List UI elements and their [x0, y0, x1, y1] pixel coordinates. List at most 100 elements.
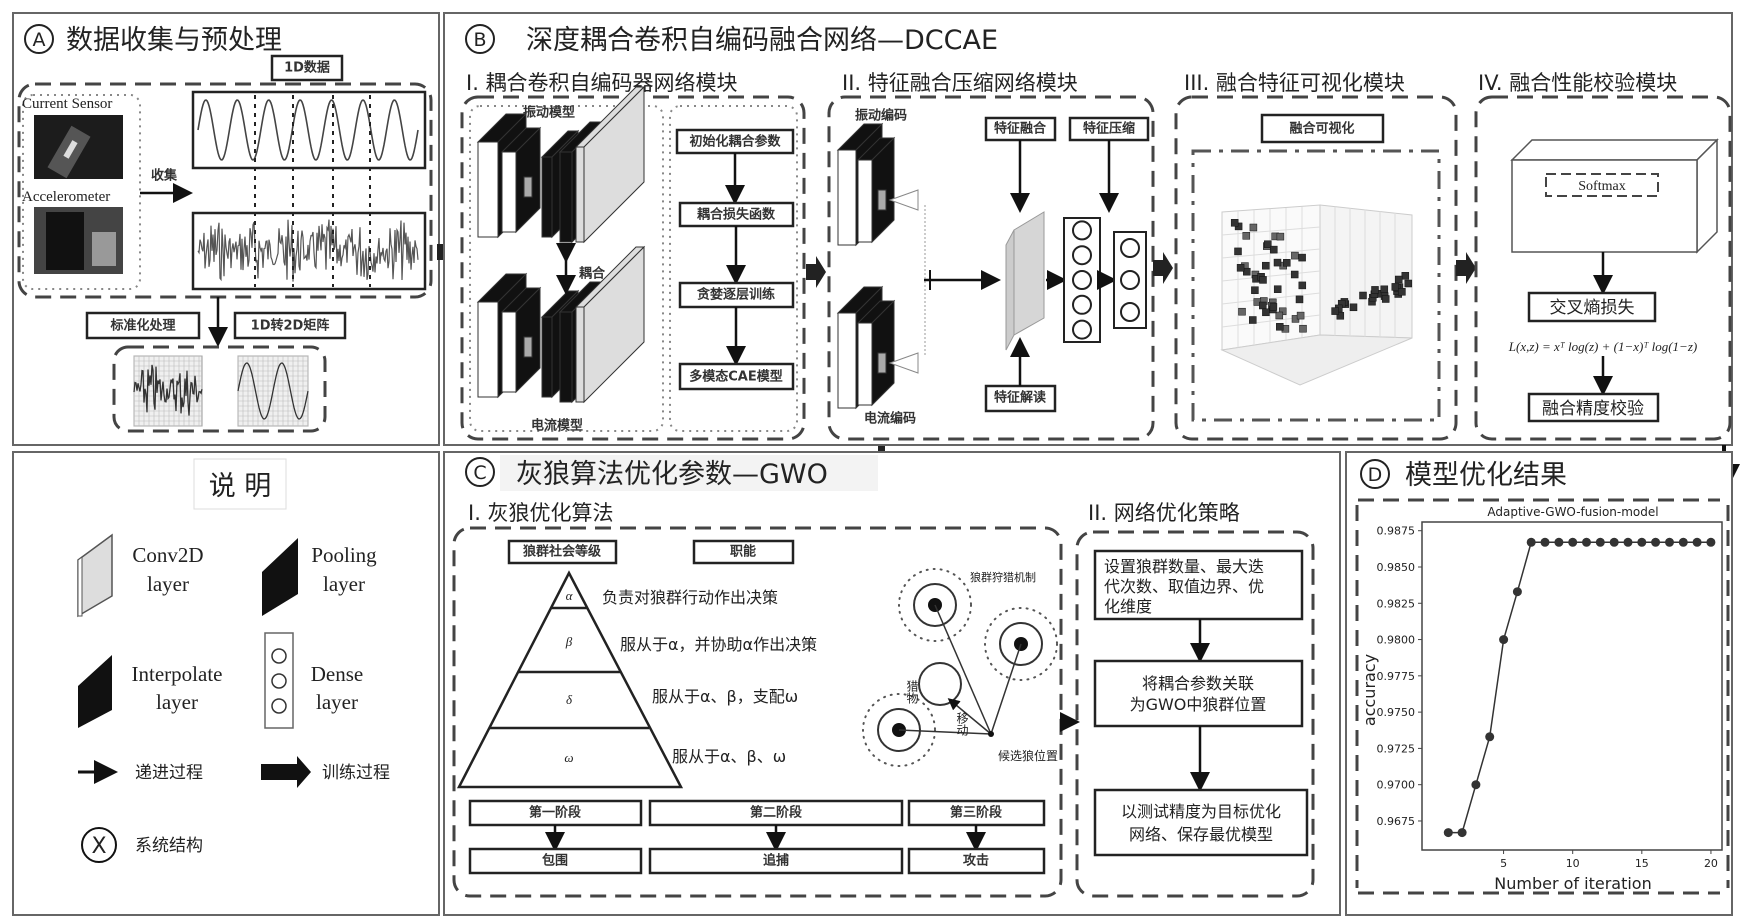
section-b3-title: III. 融合特征可视化模块	[1184, 71, 1405, 95]
scatter-point	[1382, 296, 1389, 303]
y-tick-label: 0.9875	[1377, 525, 1416, 538]
y-tick-label: 0.9850	[1377, 561, 1416, 574]
function-label: 职能	[730, 544, 756, 560]
legend-interpolate-layer: layer	[156, 690, 198, 714]
flow-step: 贪婪逐层训练	[696, 287, 775, 303]
softmax-label: Softmax	[1578, 179, 1625, 194]
stage-2: 第二阶段	[750, 805, 802, 821]
coupling-label: 耦合	[579, 266, 606, 282]
accelerometer-photo	[34, 207, 123, 274]
scatter-point	[1296, 296, 1303, 303]
current-sensor-photo	[34, 115, 123, 179]
accuracy-data-point	[1693, 538, 1702, 547]
badge-d: D	[1368, 464, 1383, 486]
scatter-point	[1398, 288, 1405, 295]
scatter-point	[1243, 268, 1250, 275]
current-sensor-label: Current Sensor	[22, 96, 112, 112]
bottleneck	[878, 353, 886, 373]
structure-symbol: X	[91, 834, 106, 859]
feature-compress-label: 特征压缩	[1083, 121, 1135, 137]
flow-step: 多模态CAE模型	[689, 369, 782, 385]
vibration-2d-matrix	[134, 356, 202, 426]
layer-slab-front	[560, 152, 572, 242]
role-omega: 服从于α、β、ω	[672, 747, 786, 766]
legend-dense: Dense	[311, 662, 363, 686]
accuracy-data-point	[1665, 538, 1674, 547]
scatter-point	[1262, 262, 1269, 269]
y-tick-label: 0.9750	[1377, 706, 1416, 719]
legend-pooling-layer: layer	[323, 572, 365, 596]
feature-fusion-label: 特征融合	[994, 121, 1047, 137]
layer-slab-front	[576, 307, 584, 402]
scatter-point	[1239, 308, 1246, 315]
scatter-point	[1262, 309, 1269, 316]
prey-label: 猎物	[905, 680, 919, 704]
legend-interpolate: Interpolate	[132, 662, 223, 686]
legend-conv2d-layer: layer	[147, 572, 189, 596]
scatter-point	[1297, 312, 1304, 319]
label-1d-data: 1D数据	[284, 60, 330, 76]
dense-layer-icon	[265, 633, 293, 728]
softmax-layer-cube: Softmax	[1512, 140, 1717, 252]
accuracy-data-point	[1471, 780, 1480, 789]
accuracy-data-point	[1444, 828, 1453, 837]
strategy-step-3-line: 以测试精度为目标优化	[1121, 802, 1281, 821]
plot-frame	[1422, 522, 1722, 850]
scatter-point	[1372, 286, 1379, 293]
scatter-point	[1395, 276, 1402, 283]
fusion-visualization-label: 融合可视化	[1289, 121, 1354, 137]
legend-structure: 系统结构	[135, 836, 203, 856]
scatter-point	[1350, 304, 1357, 311]
accuracy-data-point	[1541, 538, 1550, 547]
action-pursue: 追捕	[763, 853, 789, 869]
strategy-step-1-line: 代次数、取值边界、优	[1104, 577, 1264, 596]
layer-slab-front	[502, 312, 516, 392]
scatter-point	[1332, 308, 1339, 315]
layer-slab-front	[542, 317, 552, 397]
dense-column	[1114, 232, 1146, 328]
accuracy-data-point	[1499, 635, 1508, 644]
legend-progress: 递进过程	[135, 763, 203, 783]
move-label: 移动	[955, 712, 969, 736]
role-delta: 服从于α、β，支配ω	[652, 687, 798, 706]
current-encoding-label: 电流编码	[864, 411, 916, 427]
candidate-wolf-icon	[988, 731, 994, 737]
accelerometer-label: Accelerometer	[22, 189, 110, 205]
y-tick-label: 0.9775	[1377, 670, 1416, 683]
scatter-point	[1291, 252, 1298, 259]
panel-a-data-collection: A 数据收集与预处理 1D数据 Current Sensor Accelerom…	[13, 13, 439, 445]
panel-d-title: 模型优化结果	[1405, 460, 1567, 491]
scatter-point	[1231, 219, 1238, 226]
collect-label: 收集	[151, 168, 178, 184]
loss-formula: L(x,z) = xᵀ log(z) + (1−x)ᵀ log(1−z)	[1508, 339, 1697, 354]
scatter-point	[1405, 280, 1412, 287]
current-signal-plot	[193, 92, 425, 168]
scatter-point	[1235, 248, 1242, 255]
bottleneck	[524, 177, 532, 197]
dense-layer-3-icon	[1114, 232, 1146, 328]
scatter-point	[1270, 303, 1277, 310]
panel-b-title: 深度耦合卷积自编码融合网络—DCCAE	[526, 25, 998, 56]
scatter-point	[1402, 272, 1409, 279]
x-tick-label: 5	[1500, 857, 1507, 870]
hierarchy-label: 狼群社会等级	[522, 544, 602, 560]
section-b1-title: I. 耦合卷积自编码器网络模块	[466, 71, 738, 95]
vibration-encoding-label: 振动编码	[855, 108, 907, 124]
badge-c: C	[473, 462, 486, 484]
scatter-point	[1299, 254, 1306, 261]
level-beta: β	[565, 634, 573, 649]
scatter-point	[1251, 287, 1258, 294]
stage-3: 第三阶段	[950, 805, 1002, 821]
accuracy-data-point	[1610, 538, 1619, 547]
current-model-label: 电流模型	[531, 418, 583, 434]
strategy-step-2-line: 将耦合参数关联	[1142, 674, 1254, 693]
legend-dense-layer: layer	[316, 690, 358, 714]
legend-title: 说 明	[209, 471, 272, 502]
section-b4-title: IV. 融合性能校验模块	[1478, 71, 1677, 95]
section-b2-title: II. 特征融合压缩网络模块	[842, 71, 1078, 95]
accuracy-data-point	[1679, 538, 1688, 547]
normalize-label: 标准化处理	[109, 318, 175, 334]
scatter-point	[1237, 264, 1244, 271]
x-tick-label: 15	[1635, 857, 1649, 870]
dense-column	[1064, 218, 1100, 342]
